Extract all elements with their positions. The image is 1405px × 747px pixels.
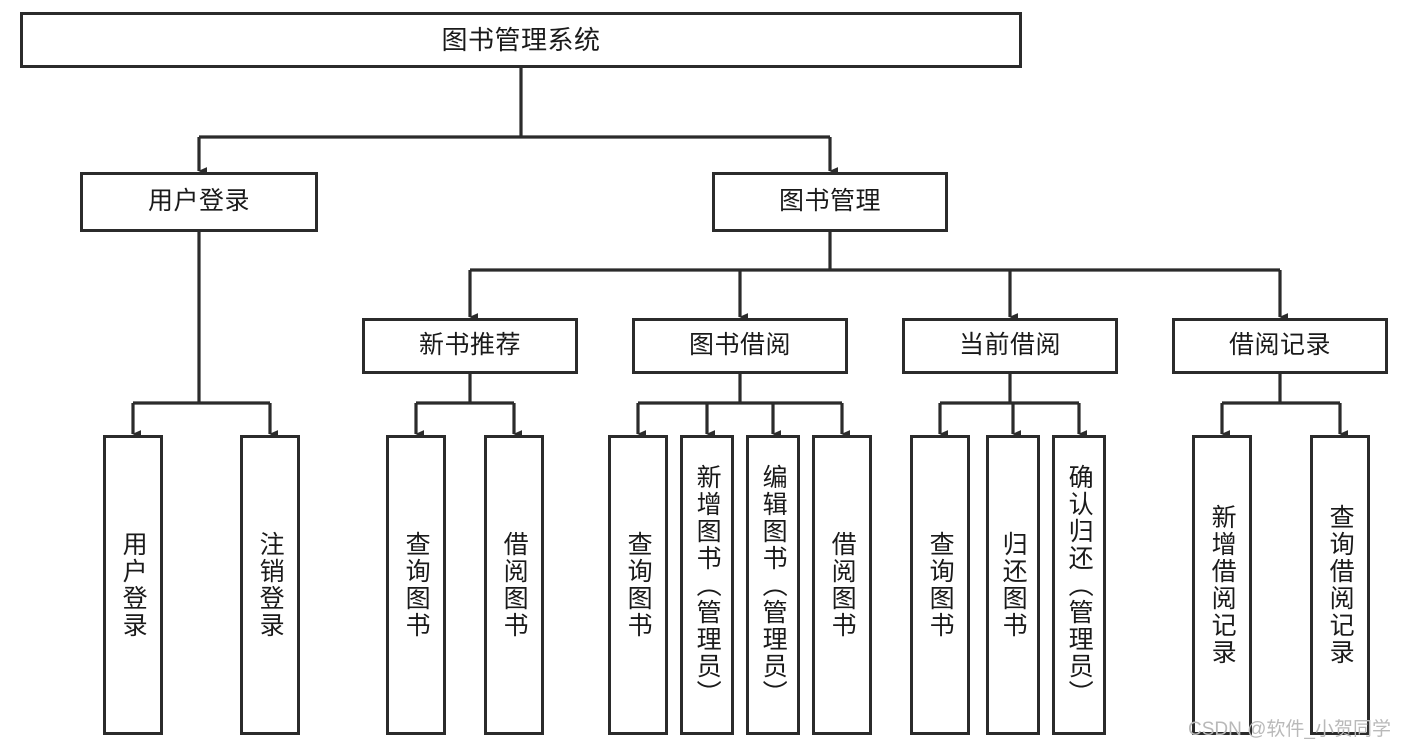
- node-label-borrow: 图书借阅: [688, 331, 791, 360]
- node-label-login-1: 用户登录: [119, 531, 148, 639]
- node-newbook-2[interactable]: 借阅图书: [484, 435, 544, 735]
- node-label-borrow-2: 新增图书（管理员）: [693, 463, 722, 707]
- node-label-borrow-3: 编辑图书（管理员）: [759, 463, 788, 707]
- node-label-newbook-2: 借阅图书: [500, 531, 529, 639]
- node-root[interactable]: 图书管理系统: [20, 12, 1022, 68]
- node-label-login-2: 注销登录: [256, 531, 285, 639]
- node-current[interactable]: 当前借阅: [902, 318, 1118, 374]
- node-newbook[interactable]: 新书推荐: [362, 318, 578, 374]
- node-label-borrow-1: 查询图书: [624, 531, 653, 639]
- node-label-newbook: 新书推荐: [418, 331, 521, 360]
- node-label-newbook-1: 查询图书: [402, 531, 431, 639]
- node-login-1[interactable]: 用户登录: [103, 435, 163, 735]
- node-current-1[interactable]: 查询图书: [910, 435, 970, 735]
- node-borrow[interactable]: 图书借阅: [632, 318, 848, 374]
- node-label-bookmgmt: 图书管理: [778, 187, 881, 216]
- node-records-2[interactable]: 查询借阅记录: [1310, 435, 1370, 735]
- node-records-1[interactable]: 新增借阅记录: [1192, 435, 1252, 735]
- node-label-records-1: 新增借阅记录: [1208, 504, 1237, 666]
- edge-group: [131, 68, 1349, 438]
- node-newbook-1[interactable]: 查询图书: [386, 435, 446, 735]
- node-label-current-3: 确认归还（管理员）: [1065, 463, 1094, 707]
- node-label-login: 用户登录: [147, 187, 250, 216]
- node-borrow-2[interactable]: 新增图书（管理员）: [680, 435, 734, 735]
- node-login[interactable]: 用户登录: [80, 172, 318, 232]
- node-borrow-3[interactable]: 编辑图书（管理员）: [746, 435, 800, 735]
- node-label-records-2: 查询借阅记录: [1326, 504, 1355, 666]
- node-records[interactable]: 借阅记录: [1172, 318, 1388, 374]
- node-label-root: 图书管理系统: [441, 24, 601, 55]
- node-label-current-2: 归还图书: [999, 531, 1028, 639]
- node-label-current: 当前借阅: [958, 331, 1061, 360]
- node-current-3[interactable]: 确认归还（管理员）: [1052, 435, 1106, 735]
- node-label-records: 借阅记录: [1228, 331, 1331, 360]
- node-borrow-1[interactable]: 查询图书: [608, 435, 668, 735]
- node-current-2[interactable]: 归还图书: [986, 435, 1040, 735]
- node-label-borrow-4: 借阅图书: [828, 531, 857, 639]
- watermark-credit: CSDN @软件_小贺同学: [1188, 719, 1391, 740]
- node-bookmgmt[interactable]: 图书管理: [712, 172, 948, 232]
- node-borrow-4[interactable]: 借阅图书: [812, 435, 872, 735]
- node-label-current-1: 查询图书: [926, 531, 955, 639]
- node-login-2[interactable]: 注销登录: [240, 435, 300, 735]
